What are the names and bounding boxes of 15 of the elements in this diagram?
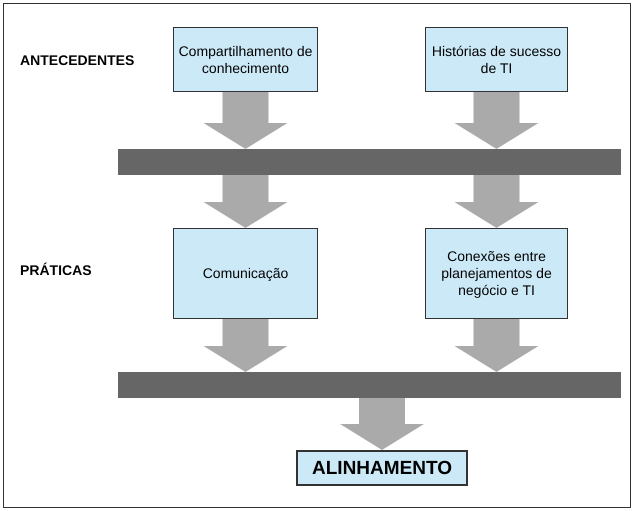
process-box: Compartilhamento de conhecimento [173, 27, 318, 92]
section-label: ANTECEDENTES [20, 52, 134, 68]
process-box: Conexões entre planejamentos de negócio e TI [425, 228, 568, 319]
horizontal-bar [118, 149, 621, 175]
result-box: ALINHAMENTO [296, 450, 468, 486]
block-arrow [454, 92, 538, 149]
block-arrow [204, 175, 288, 228]
section-label: PRÁTICAS [20, 262, 92, 278]
block-arrow [340, 398, 424, 450]
block-arrow [204, 319, 288, 372]
horizontal-bar [118, 372, 621, 398]
process-box: Comunicação [173, 228, 318, 319]
block-arrow [204, 92, 288, 149]
block-arrow [454, 319, 538, 372]
process-box: Histórias de sucesso de TI [425, 27, 568, 92]
